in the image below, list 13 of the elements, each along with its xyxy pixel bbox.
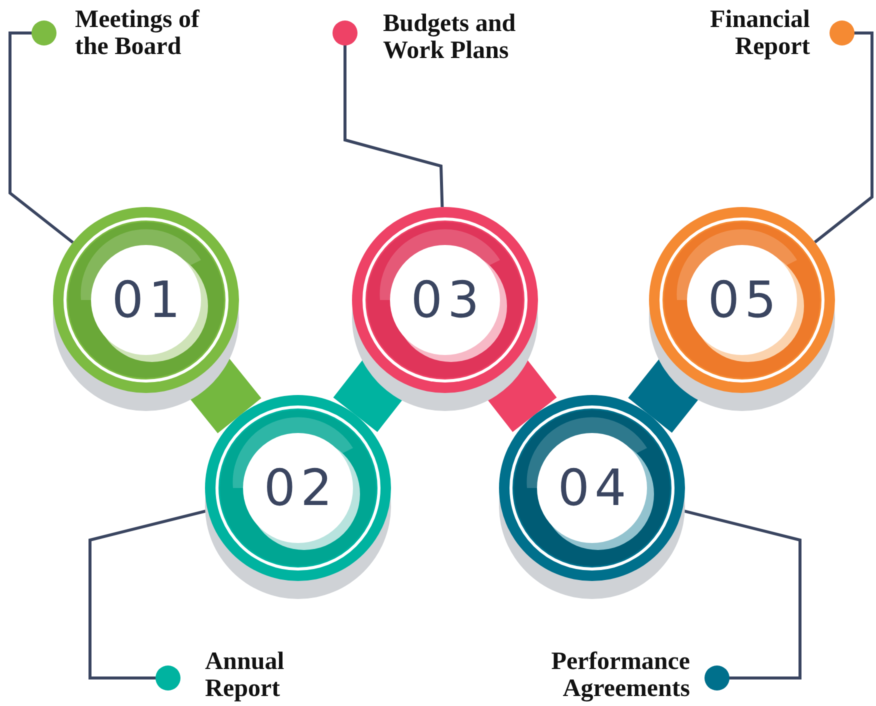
step-label: Performance Agreements [551,648,690,702]
step-label: Financial Report [710,6,810,60]
leader-line [814,20,874,244]
leader-line [8,20,74,244]
step-number: 04 [556,458,632,519]
step-number: 03 [410,270,486,331]
leader-line [332,20,444,208]
step-number: 02 [262,458,338,519]
step-label: Meetings of the Board [75,6,200,60]
step-label: Annual Report [205,648,284,702]
step-number: 01 [110,270,186,331]
step-number: 05 [706,270,782,331]
step-label: Budgets and Work Plans [383,10,516,64]
